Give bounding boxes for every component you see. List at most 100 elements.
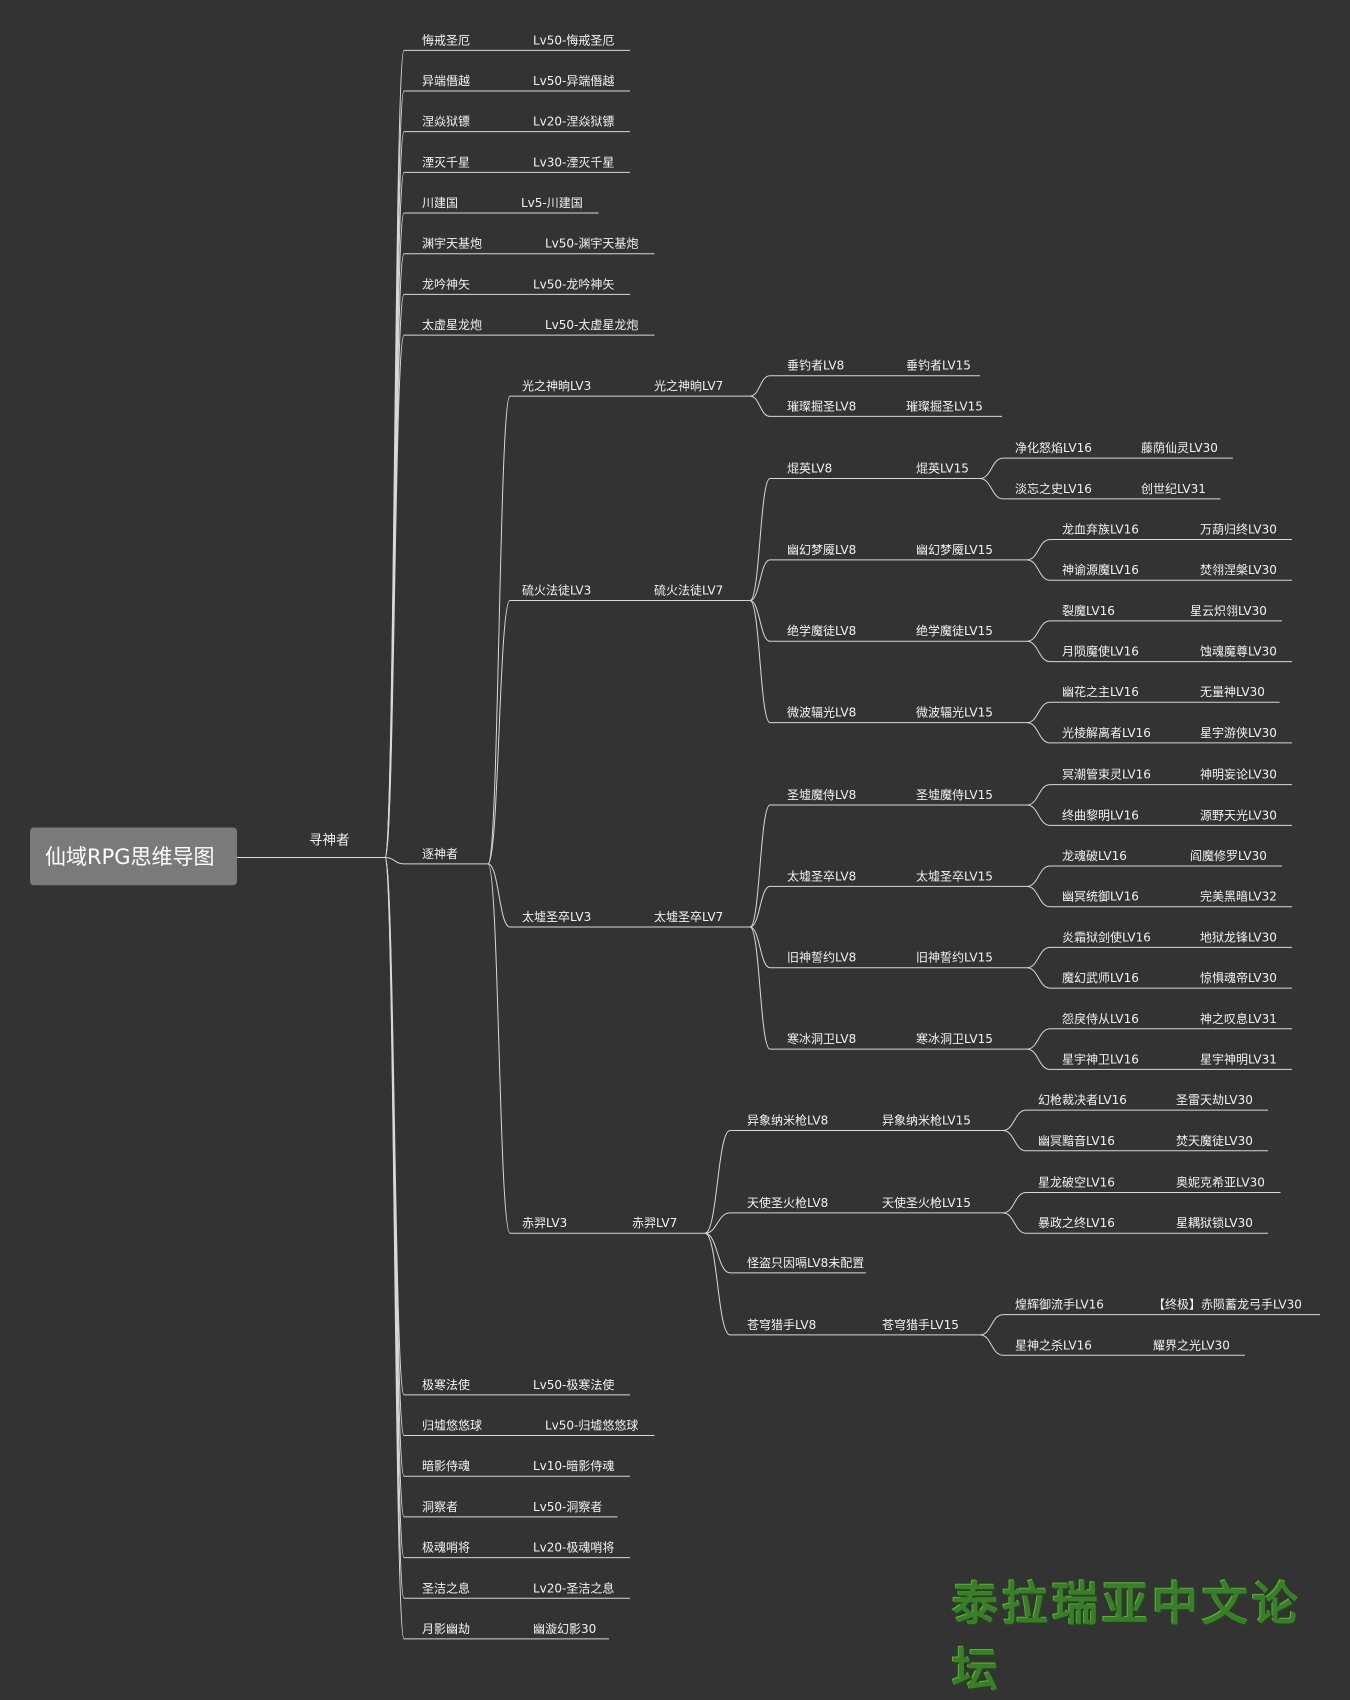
subclass-connector	[704, 1232, 731, 1336]
forum-watermark: 泰拉瑞亚中文论坛	[952, 1577, 1302, 1697]
leaf-connector	[979, 478, 1004, 500]
subclass-lv8-label: 旧神誓约LV8	[787, 950, 856, 965]
bottom-item-value: Lv10-暗影侍魂	[533, 1458, 614, 1473]
leaf-connector	[1002, 1192, 1027, 1214]
leaf-connector	[1026, 885, 1051, 908]
leaf-lv30-label: 阎魔修罗LV30	[1190, 848, 1267, 863]
subclass-lv15-label: 微波辐光LV15	[916, 705, 993, 720]
class-lv7-label: 赤羿LV7	[632, 1216, 677, 1230]
subclass-lv15-label: 圣墟魔侍LV15	[916, 787, 993, 802]
subclass-lv8-label: 焜英LV8	[787, 462, 832, 476]
leaf-connector	[1026, 620, 1051, 642]
top-item-label: 涅焱狱镖	[422, 114, 470, 129]
subclass-lv8-label: 幽幻梦魇LV8	[787, 543, 856, 557]
leaf-lv16-label: 炎霜狱剑使LV16	[1062, 929, 1151, 944]
leaf-lv30-label: 神明妄论LV30	[1200, 767, 1277, 782]
leaf-connector	[1026, 946, 1051, 969]
top-item-value: Lv50-异端僭越	[533, 73, 614, 88]
class-lv3-connector	[487, 600, 511, 865]
leaf-lv30-label: 惊惧魂帝LV30	[1200, 970, 1277, 985]
leaf-connector	[979, 457, 1004, 480]
top-connector	[384, 334, 405, 858]
leaf-lv16-label: 星神之杀LV16	[1015, 1337, 1092, 1352]
top-item-label: 渊宇天基炮	[422, 237, 482, 251]
leaf-lv30-label: 奥妮克希亚LV30	[1176, 1175, 1265, 1190]
bottom-item-label: 极寒法使	[422, 1377, 470, 1392]
leaf-lv30-label: 万葫归终LV30	[1200, 522, 1277, 537]
top-item-label: 异端僭越	[422, 73, 470, 88]
subclass-lv15-label: 旧神誓约LV15	[916, 950, 993, 965]
leaf-lv16-label: 怨戾侍从LV16	[1062, 1011, 1139, 1026]
leaf-lv16-label: 淡忘之史LV16	[1015, 481, 1092, 496]
subclass-lv15-label: 绝学魔徒LV15	[916, 623, 993, 638]
subclass-lv8-label: 绝学魔徒LV8	[787, 623, 856, 638]
leaf-lv30-label: 焚翎涅槃LV30	[1200, 562, 1277, 577]
leaf-lv16-label: 幽冥黯音LV16	[1038, 1133, 1115, 1148]
leaf-connector	[1026, 701, 1051, 724]
bottom-item-value: 幽漩幻影30	[533, 1622, 596, 1636]
bottom-item-value: Lv50-洞察者	[533, 1500, 602, 1514]
top-item-value: Lv50-龙吟神矢	[533, 276, 614, 291]
bottom-item-value: Lv20-圣洁之息	[533, 1580, 614, 1595]
subclass-connector	[749, 926, 771, 969]
leaf-connector	[1002, 1212, 1027, 1234]
leaf-lv30-label: 圣雷天劫LV30	[1176, 1093, 1253, 1107]
leaf-connector	[1026, 865, 1051, 887]
subclass-connector	[749, 600, 771, 642]
leaf-connector	[1026, 722, 1051, 744]
leaf-connector	[979, 1314, 1004, 1336]
bottom-connector	[384, 856, 405, 1640]
leaf-lv16-label: 龙血弃族LV16	[1062, 522, 1139, 537]
leaf-lv16-label: 幽冥统御LV16	[1062, 889, 1139, 904]
subclass-lv8-label: 苍穹猎手LV8	[747, 1317, 816, 1332]
subclass-lv8-label: 圣墟魔侍LV8	[787, 787, 856, 802]
bottom-item-label: 极魂哨将	[422, 1540, 470, 1555]
subclass-connector	[749, 804, 771, 928]
subclass-lv15-label: 垂钓者LV15	[906, 359, 971, 373]
bottom-item-label: 月影幽劫	[422, 1622, 470, 1636]
subclass-connector	[749, 395, 771, 417]
zhushenzhe-connector	[384, 856, 405, 865]
top-item-value: Lv20-涅焱狱镖	[533, 114, 614, 129]
subclass-lv15-label: 苍穹猎手LV15	[882, 1317, 959, 1332]
leaf-lv16-label: 幻枪裁决者LV16	[1038, 1092, 1127, 1107]
top-item-value: Lv5-川建国	[521, 196, 583, 210]
top-item-label: 太虚星龙炮	[422, 317, 482, 332]
leaf-connector	[1002, 1129, 1027, 1152]
top-item-label: 川建国	[422, 196, 458, 210]
leaf-connector	[1026, 640, 1051, 663]
leaf-connector	[1026, 967, 1051, 989]
leaf-lv16-label: 净化怒焰LV16	[1015, 440, 1092, 455]
bottom-item-label: 暗影侍魂	[422, 1458, 470, 1473]
bottom-item-label: 圣洁之息	[422, 1580, 470, 1595]
class-lv7-label: 硫火法徒LV7	[654, 583, 723, 598]
leaf-lv16-label: 煌辉御流手LV16	[1015, 1297, 1104, 1312]
top-item-label: 龙吟神矢	[422, 276, 470, 291]
root-node	[30, 827, 237, 886]
leaf-lv30-label: 星宇神明LV31	[1200, 1052, 1277, 1066]
subclass-connector	[749, 375, 771, 397]
subclass-lv15-label: 天使圣火枪LV15	[882, 1195, 971, 1210]
subclass-lv8-label: 太墟圣卒LV8	[787, 868, 856, 883]
subclass-lv15-label: 焜英LV15	[916, 462, 969, 476]
leaf-lv16-label: 神谕源魔LV16	[1062, 562, 1139, 577]
subclass-connector	[749, 478, 771, 602]
leaf-lv30-label: 【终极】赤陨蓄龙弓手LV30	[1153, 1297, 1302, 1312]
leaf-connector	[1026, 1048, 1051, 1070]
subclass-lv8-label: 垂钓者LV8	[787, 359, 844, 373]
subclass-lv15-label: 太墟圣卒LV15	[916, 868, 993, 883]
subclass-lv8-label: 璀璨掘圣LV8	[787, 398, 856, 413]
leaf-lv30-label: 地狱龙锋LV30	[1200, 930, 1277, 944]
subclass-connector	[749, 926, 771, 1050]
zhushenzhe-label: 逐神者	[422, 847, 458, 861]
bottom-item-value: Lv50-极寒法使	[533, 1377, 614, 1392]
leaf-connector	[1026, 1028, 1051, 1050]
top-item-value: Lv30-湮灭千星	[533, 155, 614, 169]
leaf-lv30-label: 藤荫仙灵LV30	[1141, 441, 1218, 455]
subclass-lv8-label: 天使圣火枪LV8	[747, 1195, 828, 1210]
subclass-connector	[704, 1212, 731, 1234]
top-item-label: 湮灭千星	[422, 155, 470, 169]
leaf-lv30-label: 焚天魔徒LV30	[1176, 1133, 1253, 1148]
class-lv3-label: 赤羿LV3	[522, 1216, 567, 1230]
